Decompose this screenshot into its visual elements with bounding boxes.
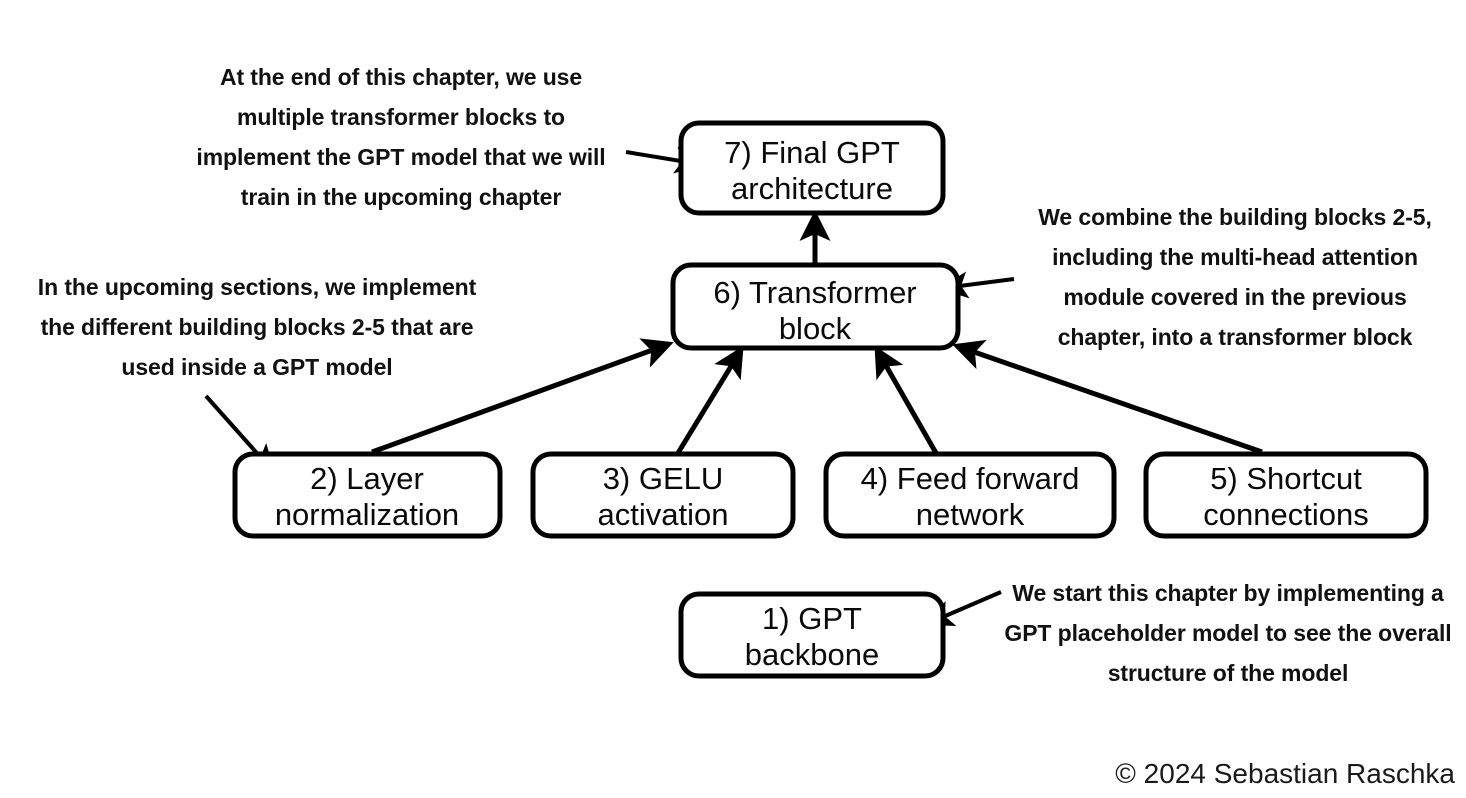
box-layer-normalization-line2: normalization <box>275 497 459 532</box>
box-shortcut-connections[interactable]: 5) Shortcut connections <box>1143 451 1429 539</box>
box-gelu-activation[interactable]: 3) GELU activation <box>530 451 796 539</box>
box-gpt-backbone-line1: 1) GPT <box>762 601 862 636</box>
box-final-gpt-architecture[interactable]: 7) Final GPT architecture <box>678 120 946 216</box>
annotation-building-blocks-line-2: the different building blocks 2-5 that a… <box>41 314 474 340</box>
box-transformer-block-line1: 6) Transformer <box>713 275 916 310</box>
annotation-transformer-block-line-2: including the multi-head attention <box>1052 244 1418 270</box>
annotation-transformer-block-line-3: module covered in the previous <box>1063 284 1406 310</box>
annotation-building-blocks-line-1: In the upcoming sections, we implement <box>38 274 477 300</box>
box-gelu-activation-line1: 3) GELU <box>603 461 724 496</box>
annotation-final-architecture: At the end of this chapter, we use multi… <box>196 64 605 210</box>
annotation-transformer-block-line-4: chapter, into a transformer block <box>1058 324 1413 350</box>
box-gelu-activation-shape <box>530 451 796 539</box>
arrow-shortcut-to-transformer <box>952 339 1263 455</box>
box-layer-normalization-line1: 2) Layer <box>310 461 424 496</box>
box-gpt-backbone[interactable]: 1) GPT backbone <box>678 591 946 679</box>
annotation-final-architecture-line-1: At the end of this chapter, we use <box>220 64 582 90</box>
annotation-gpt-backbone-line-2: GPT placeholder model to see the overall <box>1004 620 1451 646</box>
box-gelu-activation-line2: activation <box>598 497 729 532</box>
annotation-building-blocks-line-3: used inside a GPT model <box>121 354 392 380</box>
box-gpt-backbone-shape <box>678 591 946 679</box>
box-transformer-block-shape <box>670 262 961 351</box>
box-shortcut-connections-line2: connections <box>1203 497 1368 532</box>
annotation-gpt-backbone-line-1: We start this chapter by implementing a <box>1012 580 1444 606</box>
annotation-gpt-backbone-line-3: structure of the model <box>1108 660 1349 686</box>
box-gpt-backbone-line2: backbone <box>745 637 879 672</box>
flow-connectors <box>371 209 1263 455</box>
box-layer-normalization[interactable]: 2) Layer normalization <box>232 451 503 539</box>
box-feed-forward-network-shape <box>823 451 1117 539</box>
annotation-gpt-backbone: We start this chapter by implementing a … <box>1004 580 1451 686</box>
box-final-gpt-architecture-line2: architecture <box>731 171 893 206</box>
annotation-transformer-block-line-1: We combine the building blocks 2-5, <box>1038 204 1432 230</box>
annotation-final-architecture-line-3: implement the GPT model that we will <box>196 144 605 170</box>
annotation-building-blocks: In the upcoming sections, we implement t… <box>38 274 477 380</box>
arrow-feedforward-to-transformer <box>874 345 939 455</box>
arrow-layernorm-to-transformer <box>371 338 674 455</box>
box-shortcut-connections-line1: 5) Shortcut <box>1210 461 1362 496</box>
box-layer-normalization-shape <box>232 451 503 539</box>
annotation-final-architecture-line-2: multiple transformer blocks to <box>237 104 565 130</box>
annotation-pointers <box>204 146 1015 627</box>
box-feed-forward-network[interactable]: 4) Feed forward network <box>823 451 1117 539</box>
box-feed-forward-network-line1: 4) Feed forward <box>861 461 1080 496</box>
annotation-final-architecture-line-4: train in the upcoming chapter <box>241 184 562 210</box>
box-final-gpt-architecture-line1: 7) Final GPT <box>724 135 900 170</box>
copyright-credit: © 2024 Sebastian Raschka <box>1115 758 1455 789</box>
box-transformer-block-line2: block <box>779 311 852 346</box>
box-shortcut-connections-shape <box>1143 451 1429 539</box>
box-final-gpt-architecture-shape <box>678 120 946 216</box>
box-transformer-block[interactable]: 6) Transformer block <box>670 262 961 351</box>
annotation-transformer-block: We combine the building blocks 2-5, incl… <box>1038 204 1432 350</box>
box-feed-forward-network-line2: network <box>916 497 1025 532</box>
arrow-gelu-to-transformer <box>675 345 744 455</box>
